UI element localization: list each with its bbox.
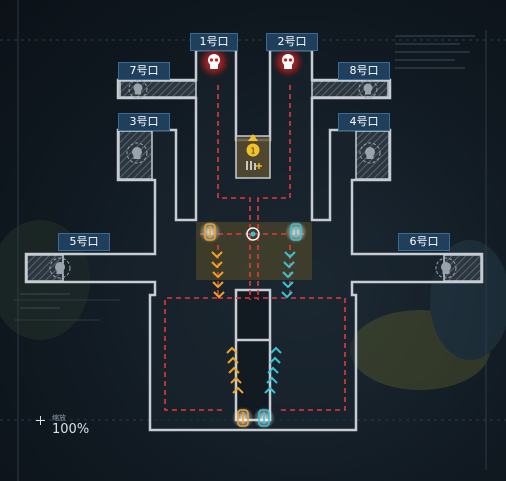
skull-icon xyxy=(55,262,65,274)
operator-cyan-bottom[interactable] xyxy=(253,407,275,429)
enemy-spawn-1[interactable] xyxy=(198,46,230,78)
gate-label-1: 1号口 xyxy=(190,33,238,51)
gate-label-7: 7号口 xyxy=(118,62,170,80)
operator-icon xyxy=(258,409,270,427)
enemy-spawn-2[interactable] xyxy=(272,46,304,78)
operator-icon xyxy=(204,223,216,241)
target-core[interactable] xyxy=(246,227,260,241)
cyan-chevrons-up xyxy=(264,346,282,394)
cyan-chevrons-down xyxy=(281,251,296,299)
gate-label-4: 4号口 xyxy=(338,113,390,131)
skull-icon xyxy=(365,147,375,159)
side-data-lines xyxy=(20,35,475,309)
skull-icon xyxy=(133,83,143,95)
objective-marker[interactable]: 1 xyxy=(246,134,263,170)
orange-chevrons-down xyxy=(211,251,225,299)
enemy-routes xyxy=(164,85,346,411)
spawn-6[interactable] xyxy=(435,257,457,279)
operator-cyan-top[interactable] xyxy=(285,221,307,243)
skull-icon xyxy=(132,147,142,159)
gate-label-3: 3号口 xyxy=(118,113,170,131)
spawn-7[interactable] xyxy=(128,79,148,99)
gate-label-5: 5号口 xyxy=(58,233,110,251)
spawn-3[interactable] xyxy=(126,142,148,164)
gate-label-2: 2号口 xyxy=(266,33,318,51)
spawn-5[interactable] xyxy=(49,257,71,279)
operator-orange-bottom[interactable] xyxy=(232,407,254,429)
inactive-spawns xyxy=(49,79,457,279)
spawn-8[interactable] xyxy=(358,79,378,99)
objective-number: 1 xyxy=(250,147,255,156)
skull-icon xyxy=(282,54,294,69)
crosshair-icon xyxy=(36,416,45,425)
zoom-caption: 缩放 xyxy=(52,414,66,422)
gate-label-6: 6号口 xyxy=(398,233,450,251)
skull-icon xyxy=(208,54,220,69)
gate-label-8: 8号口 xyxy=(338,62,390,80)
skull-icon xyxy=(363,83,373,95)
spawn-4[interactable] xyxy=(359,142,381,164)
zoom-value: 100% xyxy=(52,422,90,437)
flag-icon xyxy=(246,161,262,170)
operator-icon xyxy=(237,409,249,427)
operator-orange-top[interactable] xyxy=(199,221,221,243)
objective-pad xyxy=(235,135,271,179)
orange-chevrons-up xyxy=(226,346,244,394)
skull-icon xyxy=(441,262,451,274)
operator-icon xyxy=(290,223,302,241)
